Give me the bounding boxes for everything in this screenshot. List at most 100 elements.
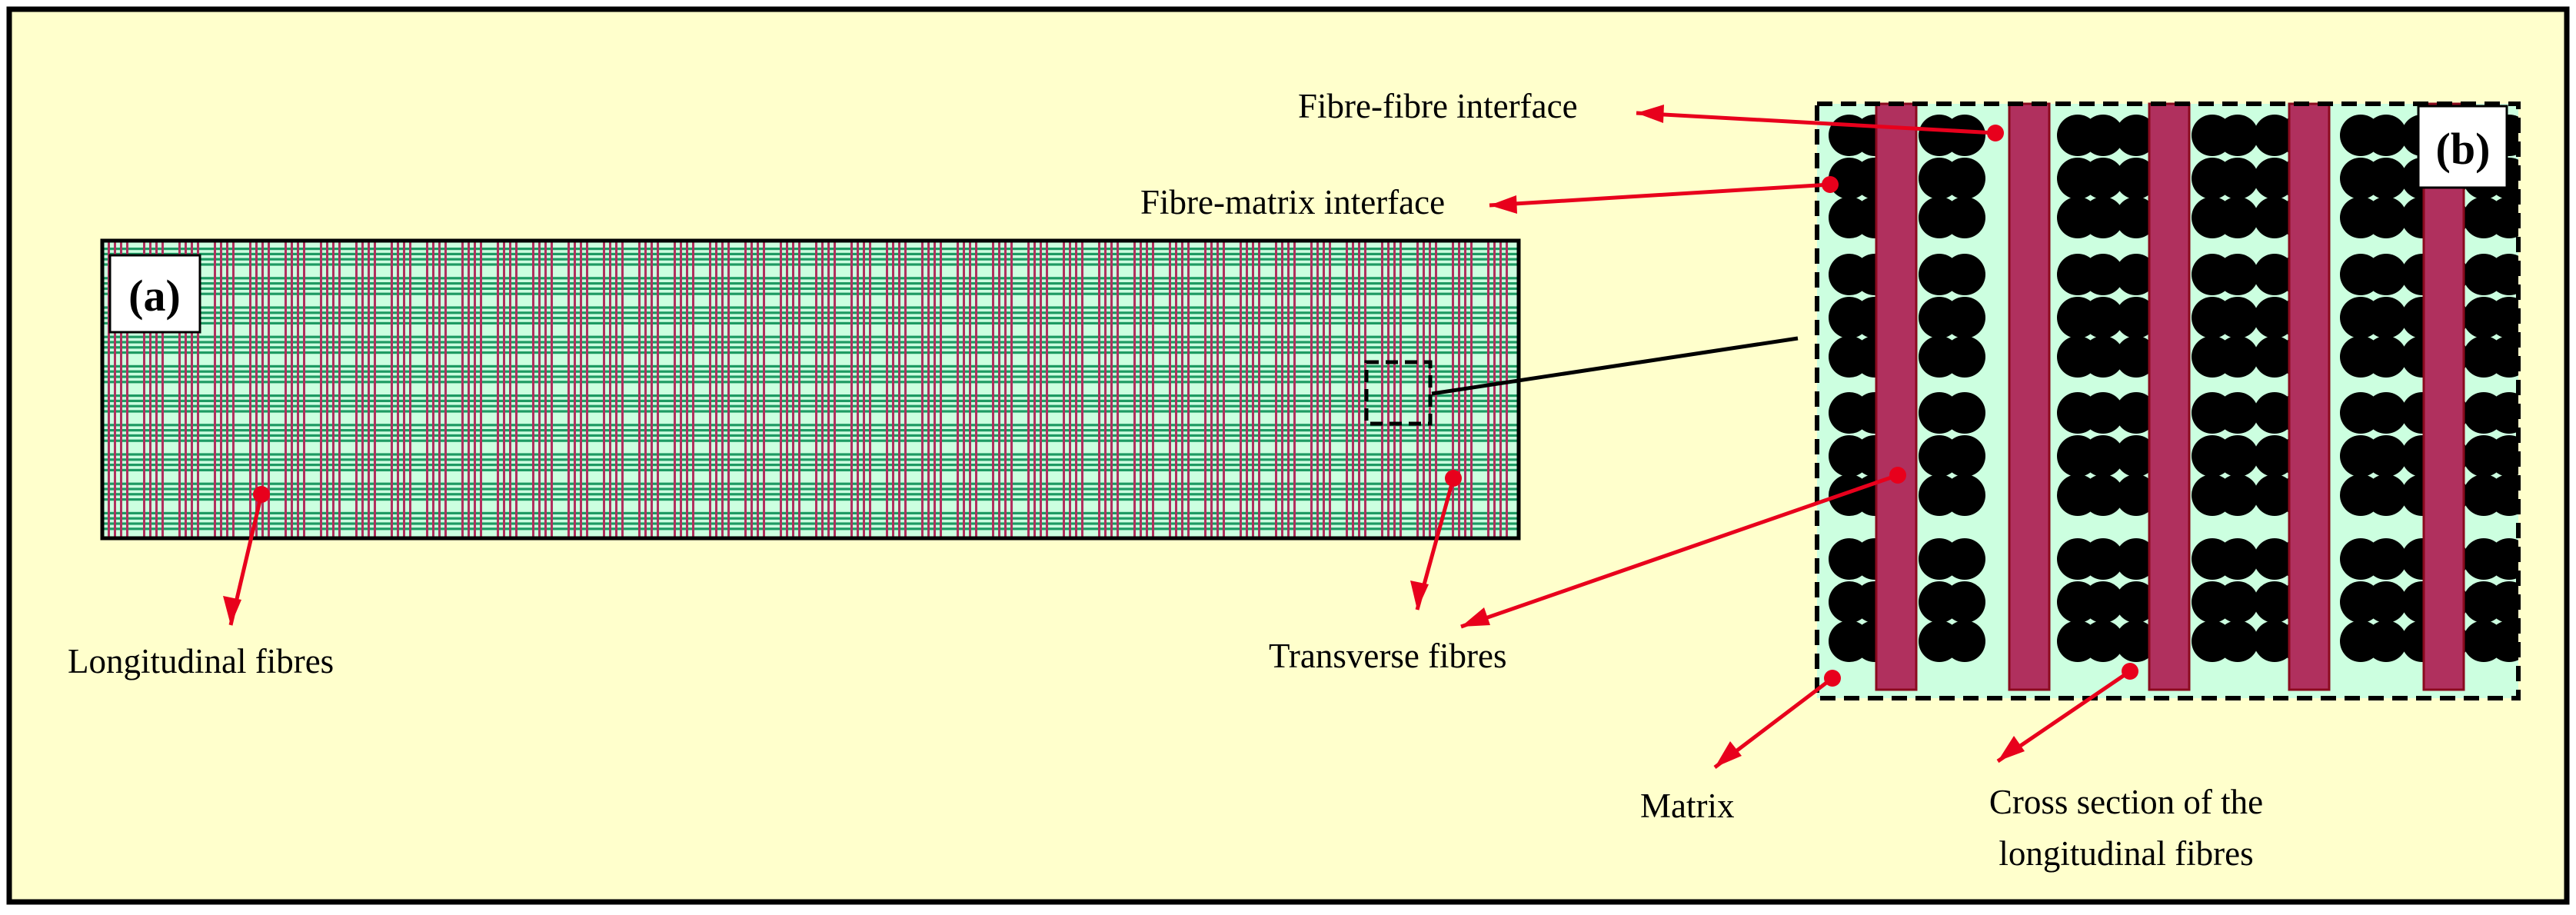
longitudinal-fibre [426, 241, 428, 538]
fibre-cross-section [2365, 158, 2407, 199]
longitudinal-fibre [1081, 241, 1083, 538]
transverse-fibre [102, 429, 1519, 432]
fibre-cross-section [2365, 336, 2407, 378]
longitudinal-fibre [721, 241, 724, 538]
transverse-fibre [102, 522, 1519, 525]
longitudinal-fibre [291, 241, 293, 538]
fibre-cross-section [2217, 336, 2258, 378]
transverse-fibre [102, 482, 1519, 485]
fibre-cross-section [2217, 115, 2258, 156]
longitudinal-fibre [544, 241, 547, 538]
longitudinal-fibre [1387, 241, 1390, 538]
arrow-fibre-matrix-dot [1822, 176, 1839, 193]
transverse-fibre [102, 282, 1519, 285]
fibre-cross-section [2082, 297, 2124, 338]
longitudinal-fibre [1075, 241, 1077, 538]
longitudinal-fibre [468, 241, 470, 538]
fibre-cross-section [1944, 115, 1985, 156]
longitudinal-fibre [674, 241, 676, 538]
longitudinal-fibre [1175, 241, 1177, 538]
annotation-arrows [223, 105, 2138, 769]
longitudinal-fibre [1110, 241, 1113, 538]
transverse-fibre [102, 394, 1519, 398]
longitudinal-fibre [368, 241, 370, 538]
fibre-cross-section [2365, 115, 2407, 156]
longitudinal-fibre [1346, 241, 1348, 538]
longitudinal-fibre [657, 241, 659, 538]
fibre-cross-section [2488, 392, 2518, 434]
fibre-cross-section [2488, 621, 2518, 662]
fibre-cross-section [2082, 158, 2124, 199]
fibre-cross-section [2217, 254, 2258, 295]
arrow-matrix-head [1715, 741, 1742, 767]
longitudinal-fibre-bar [1875, 102, 1918, 691]
fibre-cross-section [2217, 392, 2258, 434]
longitudinal-fibre [603, 241, 605, 538]
panel-a: (a) [100, 238, 1521, 541]
fibre-cross-section [1944, 197, 1985, 238]
longitudinal-fibre [1423, 241, 1425, 538]
transverse-fibre [102, 277, 1519, 280]
longitudinal-fibre [1140, 241, 1142, 538]
longitudinal-fibre [232, 241, 235, 538]
fibre-cross-section [2217, 538, 2258, 580]
longitudinal-fibre [898, 241, 900, 538]
fibre-cross-section [2217, 297, 2258, 338]
longitudinal-fibre [532, 241, 534, 538]
transverse-fibre [102, 493, 1519, 496]
transverse-fibre [102, 434, 1519, 437]
fibre-cross-section [2488, 474, 2518, 516]
label-fibre-fibre-interface: Fibre-fibre interface [1298, 87, 1578, 125]
transverse-fibre [102, 375, 1519, 378]
longitudinal-fibre [1040, 241, 1042, 538]
transverse-fibre [102, 458, 1519, 461]
longitudinal-fibre [285, 241, 287, 538]
fibre-cross-section [2365, 392, 2407, 434]
longitudinal-fibre [1204, 241, 1206, 538]
fibre-cross-section [1944, 621, 1985, 662]
arrow-matrix-dot [1824, 670, 1841, 687]
panel-b-label: (b) [2436, 124, 2491, 174]
longitudinal-fibre [757, 241, 759, 538]
transverse-fibre [102, 346, 1519, 349]
longitudinal-fibre [586, 241, 588, 538]
longitudinal-fibre [998, 241, 1000, 538]
longitudinal-fibre [609, 241, 611, 538]
longitudinal-fibre [580, 241, 582, 538]
longitudinal-fibre [1393, 241, 1396, 538]
longitudinal-fibre [940, 241, 942, 538]
longitudinal-fibre [786, 241, 788, 538]
transverse-fibre [102, 306, 1519, 309]
fibre-cross-section [2488, 538, 2518, 580]
zoom-region-box [1364, 360, 1433, 426]
longitudinal-fibre [567, 241, 570, 538]
longitudinal-fibre [444, 241, 447, 538]
label-transverse-fibres: Transverse fibres [1269, 637, 1507, 675]
longitudinal-fibre [1310, 241, 1313, 538]
longitudinal-fibre [644, 241, 647, 538]
longitudinal-fibre [255, 241, 258, 538]
arrow-transverse-b-line [1460, 473, 1899, 629]
longitudinal-fibre [1152, 241, 1154, 538]
arrow-matrix [1713, 670, 1841, 769]
longitudinal-fibre [220, 241, 222, 538]
fibre-cross-section [1944, 392, 1985, 434]
longitudinal-fibre [850, 241, 853, 538]
panel-a-frame [100, 238, 1521, 541]
fibre-cross-section [2082, 621, 2124, 662]
fibre-cross-section [2082, 197, 2124, 238]
longitudinal-fibre [515, 241, 518, 538]
longitudinal-fibre [361, 241, 364, 538]
transverse-fibre [102, 498, 1519, 501]
longitudinal-fibre-bar [2148, 102, 2191, 691]
longitudinal-fibre [1169, 241, 1171, 538]
longitudinal-fibre [1187, 241, 1190, 538]
longitudinal-fibre-bar [2422, 102, 2465, 691]
fibre-cross-section [1944, 435, 1985, 477]
fibre-cross-section [2082, 254, 2124, 295]
longitudinal-fibre-bar [2008, 102, 2051, 691]
arrow-transverse-head [1410, 581, 1429, 610]
fibre-cross-section [2082, 392, 2124, 434]
transverse-fibre [102, 410, 1519, 413]
longitudinal-fibre [969, 241, 971, 538]
